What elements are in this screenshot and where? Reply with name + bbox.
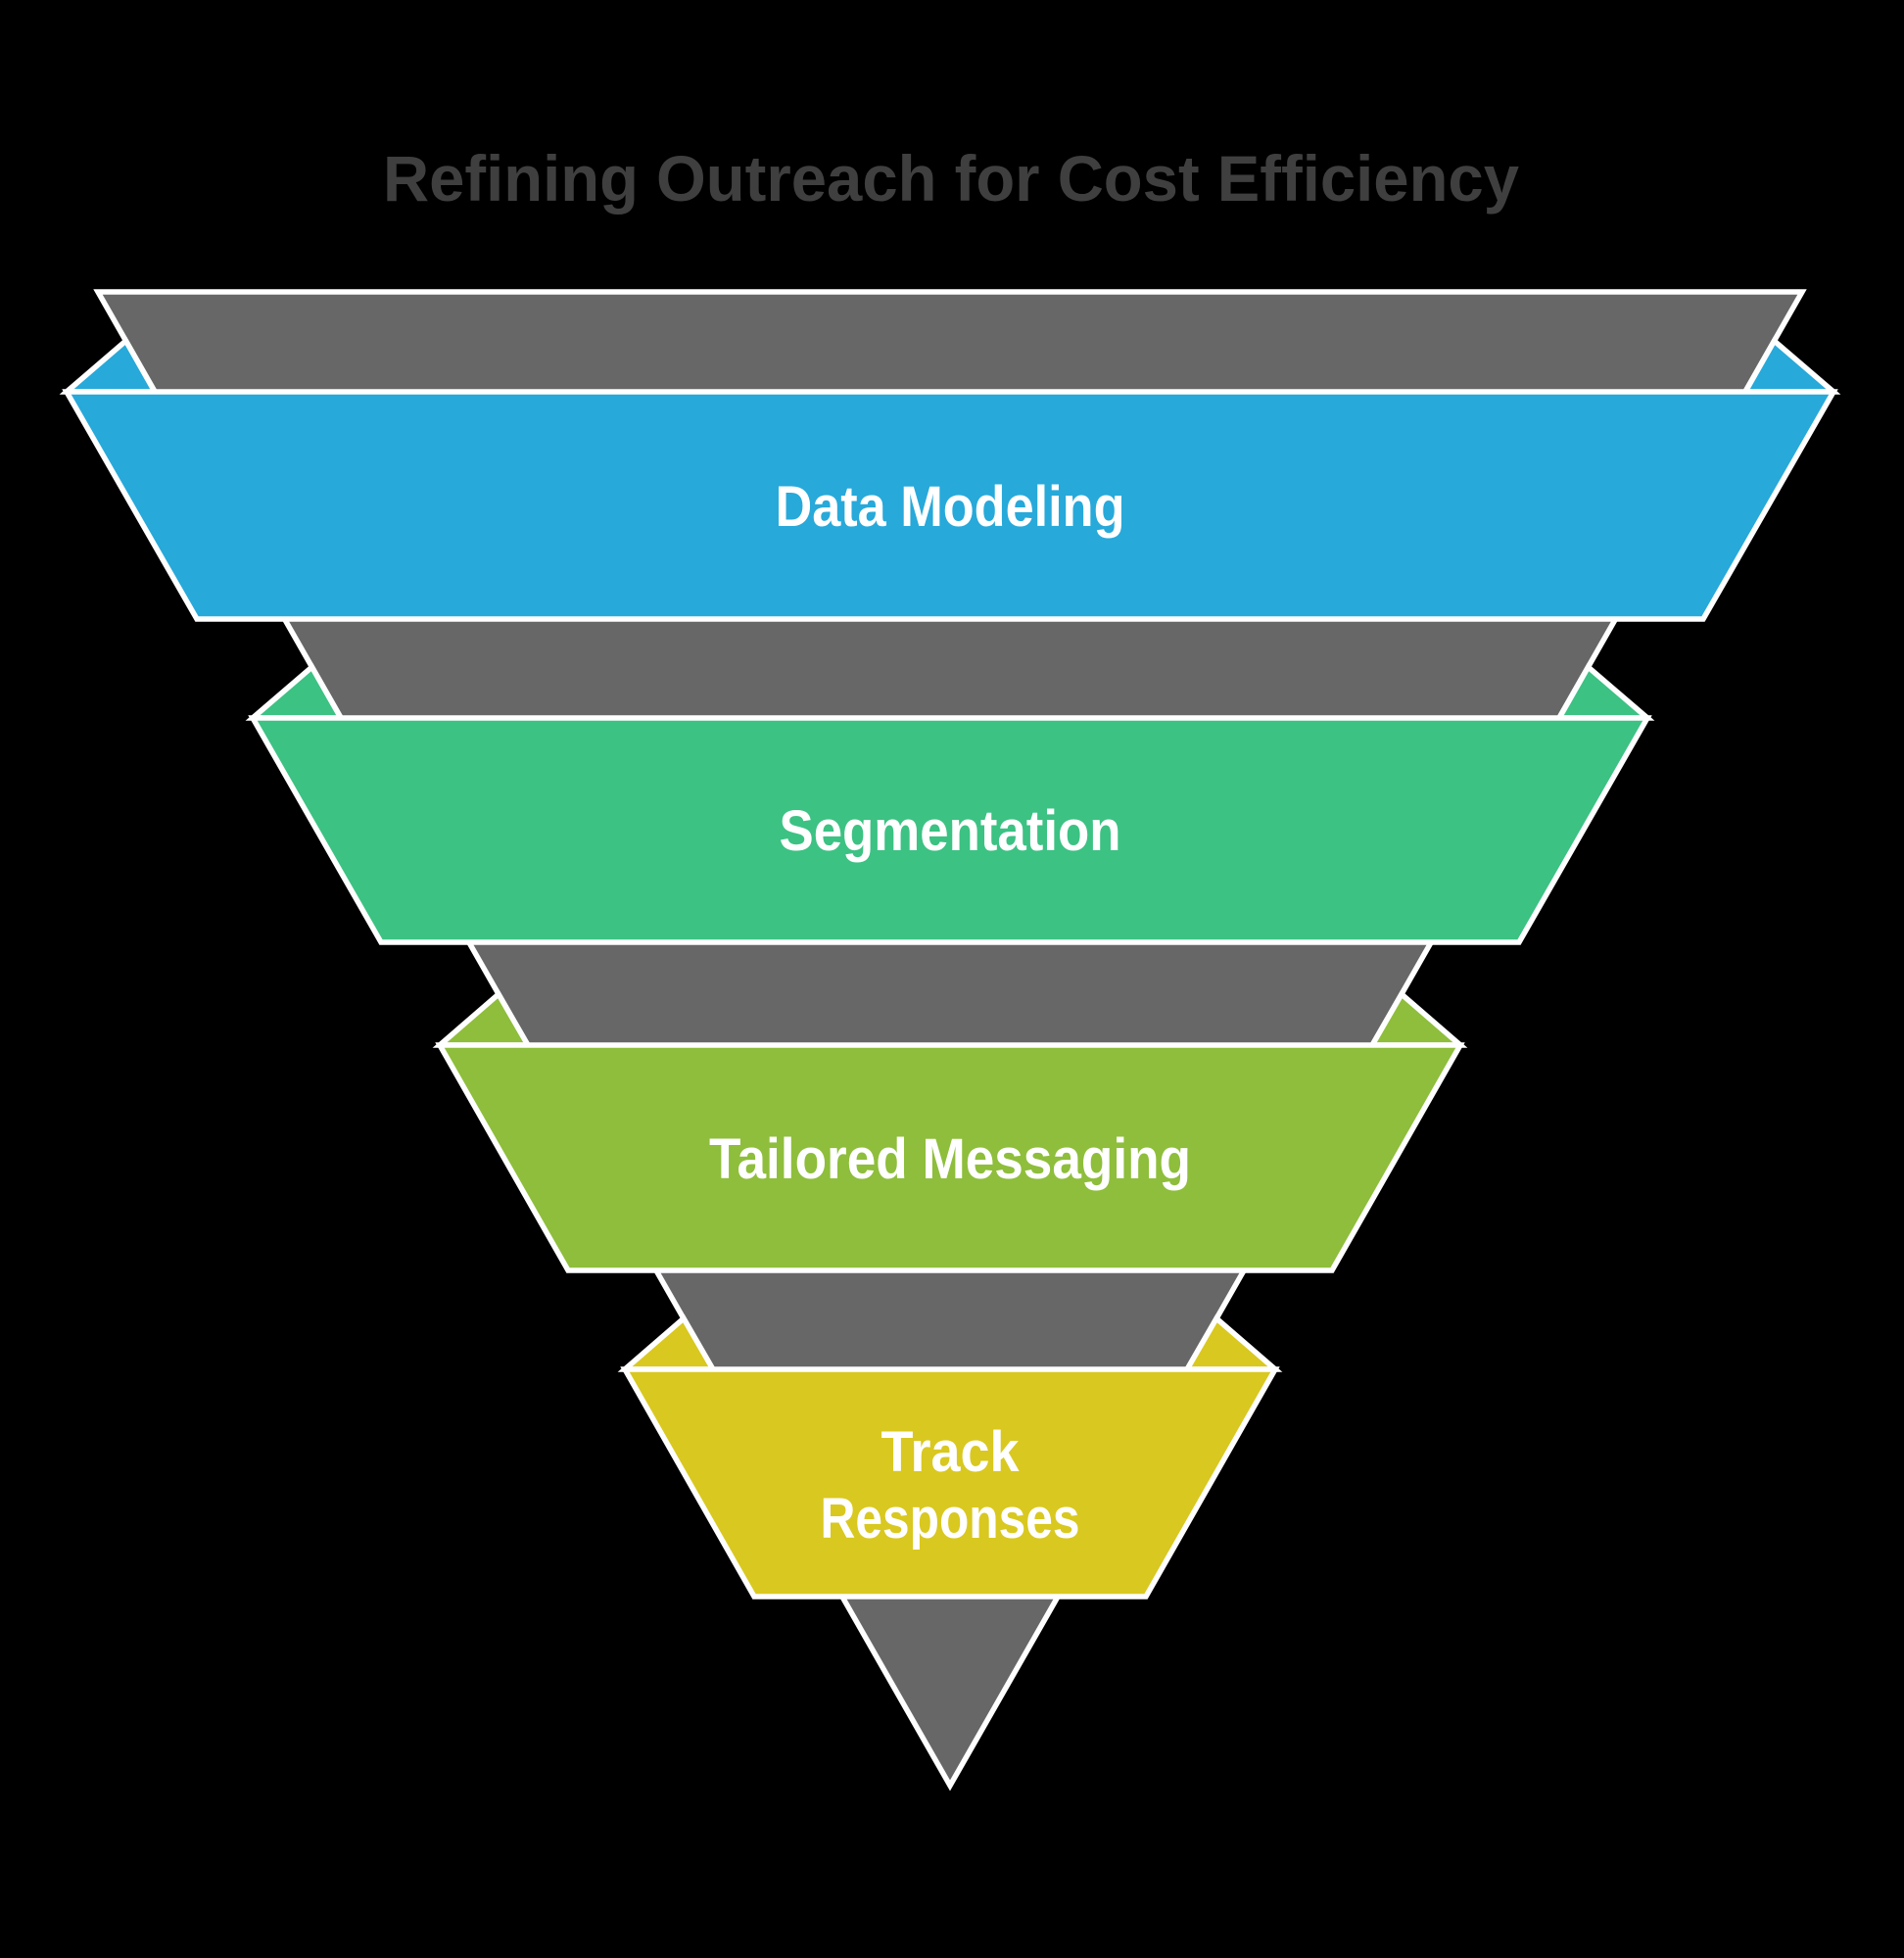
stage-tailored-messaging: Tailored Messaging (432, 989, 1468, 1273)
diagram-title: Refining Outreach for Cost Efficiency (383, 142, 1519, 215)
stage-2-band (248, 715, 1652, 945)
stage-4-band (620, 1366, 1280, 1600)
stage-2-label: Segmentation (780, 799, 1121, 863)
stage-4-label-line-2: Responses (821, 1487, 1080, 1551)
stage-1-band (62, 389, 1838, 622)
stage-4-label-line-1: Track (881, 1420, 1021, 1484)
stage-3-band (435, 1042, 1465, 1273)
stage-segmentation: Segmentation (245, 662, 1655, 945)
stage-3-label: Tailored Messaging (709, 1127, 1191, 1191)
stage-1-label: Data Modeling (776, 475, 1125, 539)
stage-track-responses: Track Responses (617, 1313, 1283, 1600)
stage-data-modeling: Data Modeling (59, 336, 1841, 622)
